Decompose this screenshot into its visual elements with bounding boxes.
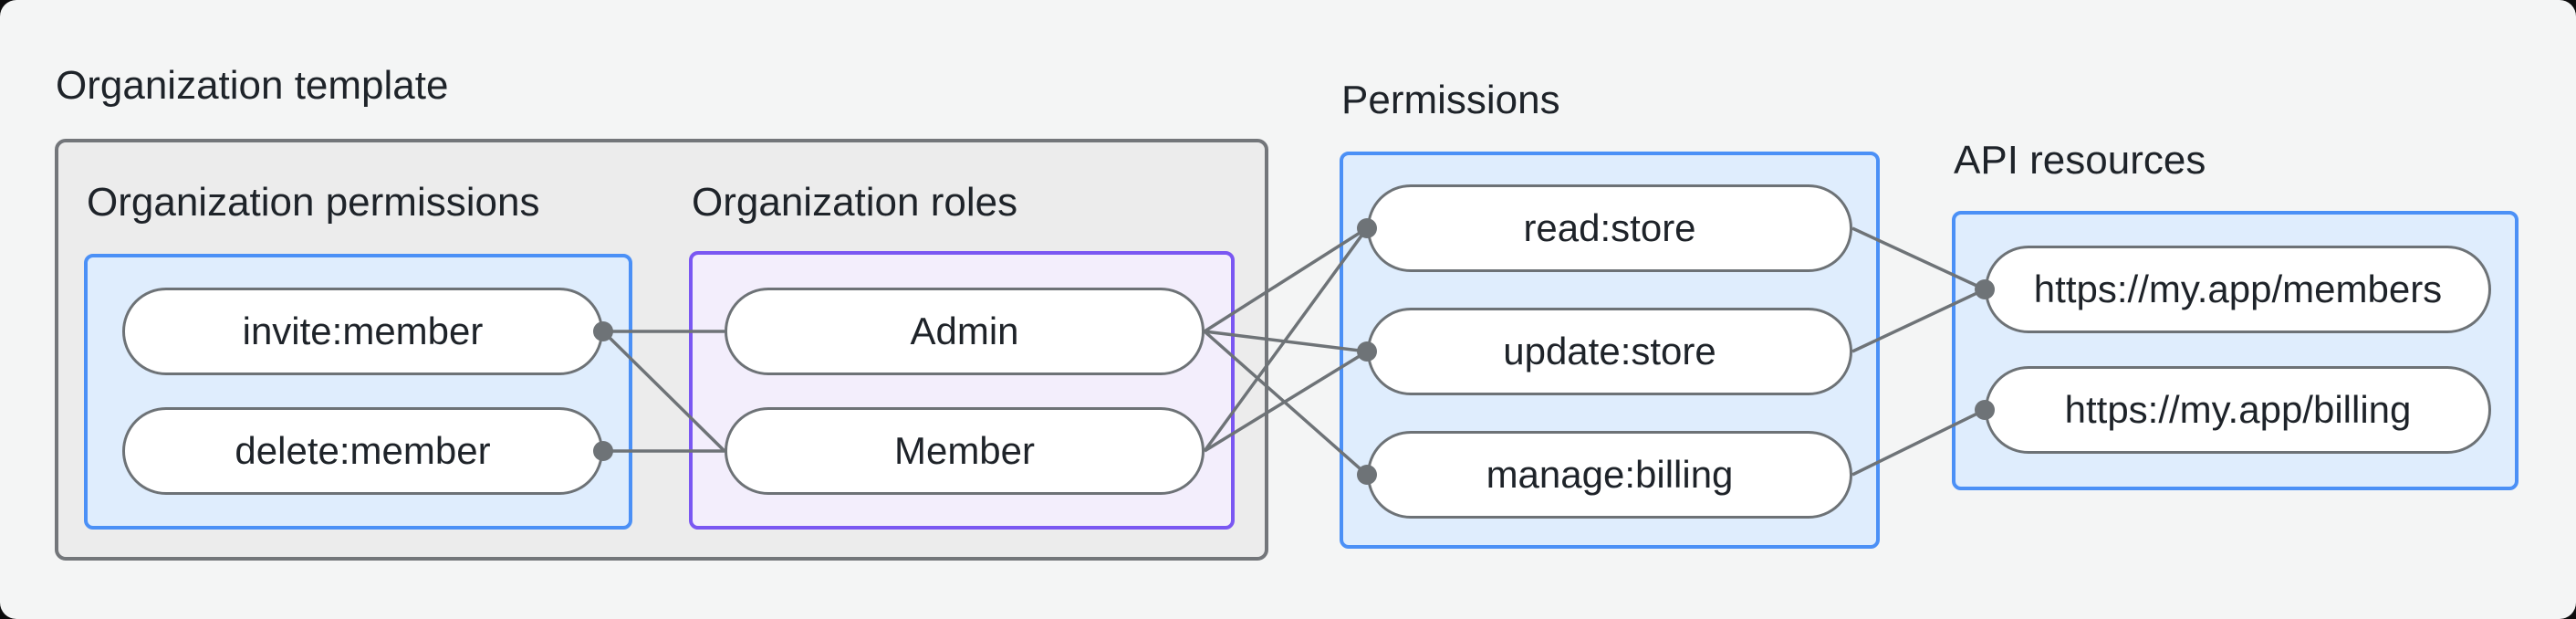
node-member-role: Member (725, 407, 1205, 495)
node-api-billing-url: https://my.app/billing (1985, 366, 2491, 454)
node-invite-member: invite:member (122, 288, 603, 375)
node-read-store: read:store (1367, 184, 1852, 272)
org-roles-label: Organization roles (692, 180, 1018, 225)
node-manage-billing: manage:billing (1367, 431, 1852, 519)
permissions-label: Permissions (1341, 78, 1560, 122)
node-admin-role: Admin (725, 288, 1205, 375)
node-delete-member: delete:member (122, 407, 603, 495)
node-update-store: update:store (1367, 308, 1852, 395)
api-resources-label: API resources (1954, 138, 2206, 183)
diagram-title: Organization template (56, 63, 449, 108)
org-permissions-label: Organization permissions (87, 180, 540, 225)
node-api-members-url: https://my.app/members (1985, 246, 2491, 333)
